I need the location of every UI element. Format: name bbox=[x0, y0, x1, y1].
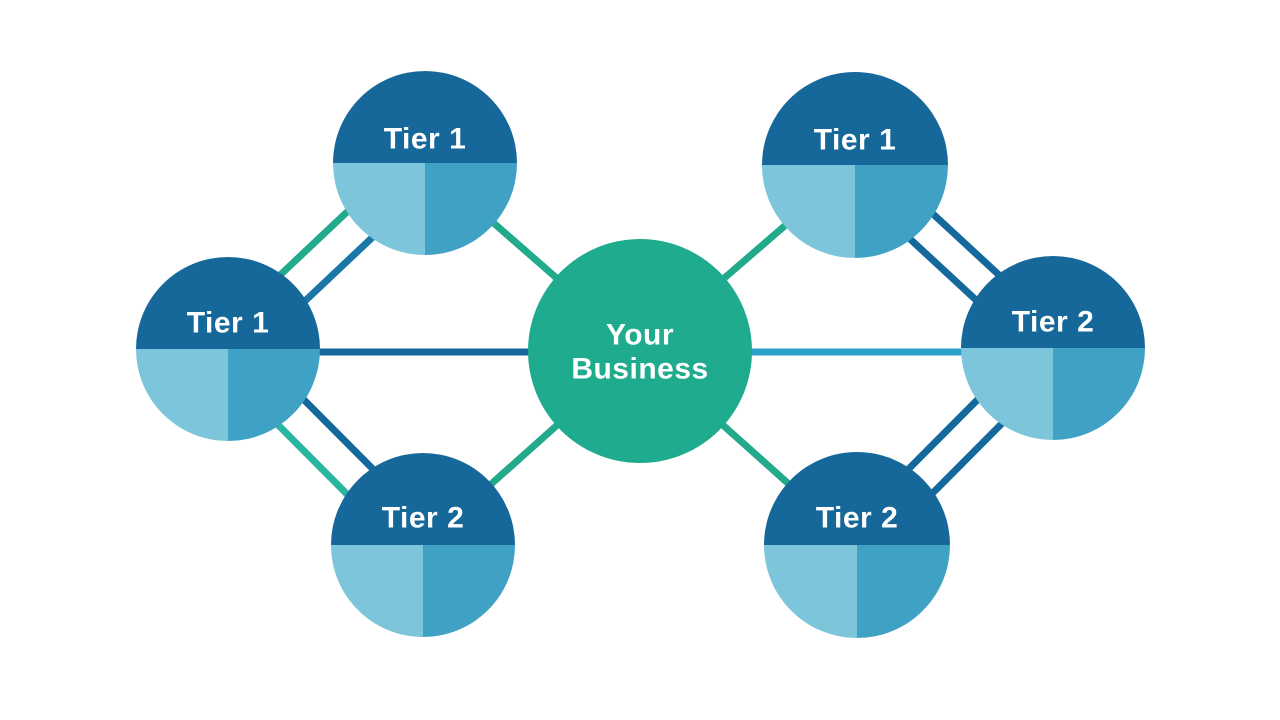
node-top-right-lower-right-quarter bbox=[855, 165, 948, 258]
node-top-right-lower-left-quarter bbox=[762, 165, 855, 258]
node-bottom-left-upper-half bbox=[331, 453, 515, 545]
center-circle bbox=[528, 239, 752, 463]
node-right-lower-right-quarter bbox=[1053, 348, 1145, 440]
node-bottom-right-lower-left-quarter bbox=[764, 545, 857, 638]
center-label-line2: Business bbox=[571, 353, 708, 386]
node-top-right: Tier 1 bbox=[762, 72, 948, 258]
node-left: Tier 1 bbox=[136, 257, 320, 441]
node-bottom-left-label: Tier 2 bbox=[382, 502, 465, 535]
node-right-upper-half bbox=[961, 256, 1145, 348]
node-bottom-right-upper-half bbox=[764, 452, 950, 545]
node-top-left-label: Tier 1 bbox=[384, 123, 467, 156]
node-bottom-left: Tier 2 bbox=[331, 453, 515, 637]
node-top-left-lower-right-quarter bbox=[425, 163, 517, 255]
node-bottom-left-lower-left-quarter bbox=[331, 545, 423, 637]
node-right: Tier 2 bbox=[961, 256, 1145, 440]
node-bottom-left-lower-right-quarter bbox=[423, 545, 515, 637]
node-left-label: Tier 1 bbox=[187, 307, 270, 340]
node-bottom-right: Tier 2 bbox=[764, 452, 950, 638]
node-top-left-lower-left-quarter bbox=[333, 163, 425, 255]
node-bottom-right-lower-right-quarter bbox=[857, 545, 950, 638]
node-left-lower-left-quarter bbox=[136, 349, 228, 441]
center-label-line1: Your bbox=[606, 319, 674, 352]
node-right-label: Tier 2 bbox=[1012, 306, 1095, 339]
node-center-your-business: Your Business bbox=[528, 239, 752, 463]
node-top-right-label: Tier 1 bbox=[814, 124, 897, 157]
node-top-left: Tier 1 bbox=[333, 71, 517, 255]
node-bottom-right-label: Tier 2 bbox=[816, 502, 899, 535]
node-left-lower-right-quarter bbox=[228, 349, 320, 441]
node-left-upper-half bbox=[136, 257, 320, 349]
node-top-left-upper-half bbox=[333, 71, 517, 163]
node-right-lower-left-quarter bbox=[961, 348, 1053, 440]
node-top-right-upper-half bbox=[762, 72, 948, 165]
